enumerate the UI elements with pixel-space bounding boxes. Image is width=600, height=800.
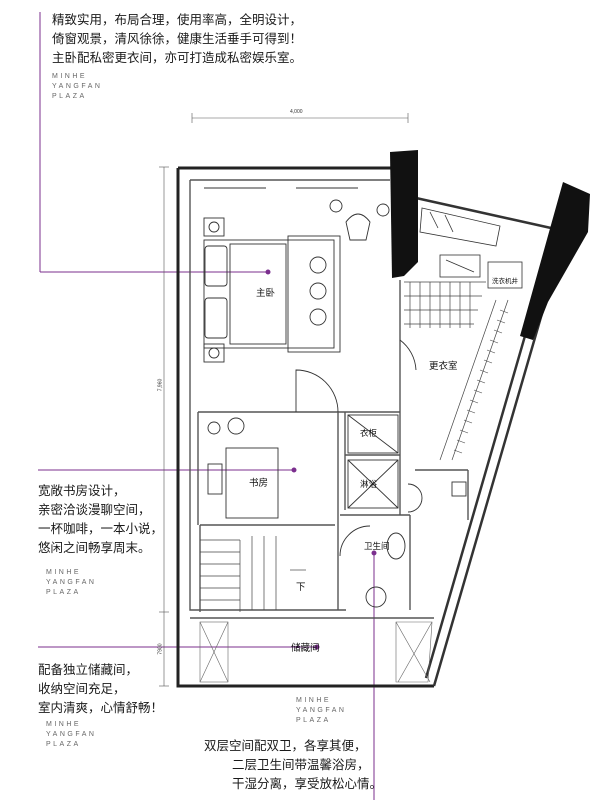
study-line-3: 一杯咖啡，一本小说， — [38, 521, 164, 536]
bath-line-2: 二层卫生间带温馨浴房， — [232, 757, 370, 772]
storage-shelves — [199, 621, 433, 683]
top-description: 精致实用，布局合理，使用率高，全明设计， 倚窗观景，清风徐徐，健康生活垂手可得到… — [52, 10, 302, 67]
room-closet: 更衣室 — [429, 361, 458, 372]
stairs-down-label: 下 — [296, 582, 306, 593]
top-line-3: 主卧配私密更衣间，亦可打造成私密娱乐室。 — [52, 50, 303, 65]
storage-description: 配备独立储藏间， 收纳空间充足， 室内清爽，心情舒畅！ — [38, 660, 163, 717]
brand-mark-top: MINHE YANGFAN PLAZA — [52, 73, 103, 100]
utility-area — [419, 207, 523, 289]
room-study: 书房 — [249, 478, 269, 489]
bath-fixtures — [347, 414, 467, 608]
storage-line-1: 配备独立储藏间， — [38, 662, 139, 677]
interior-walls — [189, 179, 469, 619]
bath-description: 双层空间配双卫，各享其便， 二层卫生间带温馨浴房， 干湿分离，享受放松心情。 — [204, 736, 382, 793]
storage-line-2: 收纳空间充足， — [38, 681, 126, 696]
closet-shelves — [404, 281, 509, 461]
study-line-1: 宽敞书房设计， — [38, 483, 126, 498]
study-line-2: 亲密洽谈漫聊空间， — [38, 502, 151, 517]
staircase — [200, 536, 306, 612]
bed — [203, 217, 341, 363]
room-storage: 储藏间 — [291, 643, 320, 654]
closet-rails — [453, 309, 509, 454]
study-desk — [207, 417, 279, 519]
room-wardrobe: 衣柜 — [360, 429, 378, 439]
brand-mark-storage: MINHE YANGFAN PLAZA — [46, 721, 97, 748]
bath-line-3: 干湿分离，享受放松心情。 — [232, 776, 383, 791]
room-shower: 淋浴 — [360, 480, 378, 490]
callout-lines — [38, 12, 377, 800]
bath-line-1: 双层空间配双卫，各享其便， — [204, 738, 367, 753]
doors — [295, 339, 417, 557]
room-washer-shaft: 洗衣机井 — [492, 277, 518, 285]
brand-mark-bath: MINHE YANGFAN PLAZA — [296, 697, 347, 724]
dimension-top: 4,000 — [290, 109, 303, 115]
black-columns — [390, 150, 590, 340]
dimension-side: 7,960 — [157, 378, 164, 392]
dimension-small: 7900 — [157, 643, 164, 655]
brand-mark-study: MINHE YANGFAN PLAZA — [46, 569, 97, 596]
room-bathroom: 卫生间 — [364, 542, 390, 552]
top-line-1: 精致实用，布局合理，使用率高，全明设计， — [52, 12, 303, 27]
lounge-chairs — [204, 187, 390, 241]
room-master-bedroom: 主卧 — [256, 288, 276, 299]
study-line-4: 悠闲之间畅享周末。 — [38, 540, 151, 555]
dimension-lines — [159, 113, 409, 687]
top-line-2: 倚窗观景，清风徐徐，健康生活垂手可得到！ — [52, 31, 303, 46]
exterior-walls — [176, 166, 434, 688]
study-description: 宽敞书房设计， 亲密洽谈漫聊空间， 一杯咖啡，一本小说， 悠闲之间畅享周末。 — [38, 481, 163, 557]
storage-line-3: 室内清爽，心情舒畅！ — [38, 700, 164, 715]
